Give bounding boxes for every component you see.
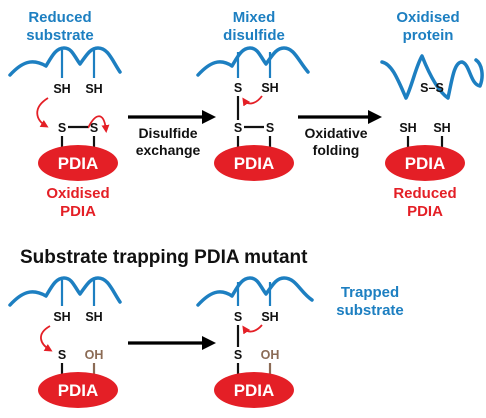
pdia-enzyme [38,145,118,181]
electron-arrow-attack [36,97,49,128]
label-reduced-pdia-line1: Reduced [393,185,456,202]
pdia-enzyme [385,145,465,181]
section-title: Substrate trapping PDIA mutant [20,247,308,268]
substrate-sulfur: S [234,310,242,324]
substrate-sulfur: S [234,81,242,95]
thiol-sh: SH [261,310,278,324]
label-reduced-substrate-line2: substrate [26,27,94,44]
label-disulfide-exchange-line1: Disulfide [138,125,197,141]
pdia-label: PDIA [58,381,99,400]
panel-mutant-reactants: SH SH S OH PDIA [8,276,122,408]
label-oxidised-protein-line1: Oxidised [396,9,459,26]
pdia-enzyme [214,372,294,408]
pdia-thiol-sh-2: SH [433,121,450,135]
label-oxidised-pdia-line2: PDIA [60,203,96,220]
pdia-label: PDIA [234,381,275,400]
label-oxidative-folding-line2: folding [313,142,360,158]
panel-oxidised-protein: Oxidised protein S–S SH SH PDIA Reduced … [380,9,484,220]
substrate-chain [196,46,310,77]
panel-mixed-disulfide: Mixed disulfide S SH S S PDIA [196,9,310,181]
electron-arrow [242,324,263,335]
label-trapped-substrate-line1: Trapped [341,284,399,301]
label-reduced-pdia-line2: PDIA [407,203,443,220]
thiol-sh-1: SH [53,82,70,96]
substrate-chain [8,46,122,77]
electron-arrow-attack [40,325,53,352]
label-trapped-substrate-line2: substrate [336,302,404,319]
pdia-enzyme [38,372,118,408]
panel-trapped-substrate: S SH S OH PDIA Trapped substrate [196,276,404,408]
arrow-disulfide-exchange: Disulfide exchange [128,110,216,158]
thiol-sh-1: SH [53,310,70,324]
pdia-sulfur: S [234,348,242,362]
thiol-sh-2: SH [85,82,102,96]
pdia-hydroxyl: OH [85,348,104,362]
pdia-sulfur: S [58,348,66,362]
pdia-label: PDIA [234,154,275,173]
label-disulfide-exchange-line2: exchange [136,142,201,158]
label-oxidised-protein-line2: protein [403,27,454,44]
panel-reduced-substrate: Reduced substrate SH SH S S PDIA Oxidise… [8,9,122,220]
protein-disulfide: S–S [420,81,444,95]
label-reduced-substrate-line1: Reduced [28,9,91,26]
label-oxidised-pdia-line1: Oxidised [46,185,109,202]
pdia-sulfur-1: S [58,121,66,135]
arrow-oxidative-folding: Oxidative folding [298,110,382,158]
pdia-enzyme [214,145,294,181]
label-mixed-disulfide-line1: Mixed [233,9,276,26]
pdia-label: PDIA [405,154,446,173]
folded-protein-chain [380,54,484,100]
thiol-sh-2: SH [85,310,102,324]
pdia-sulfur-2: S [90,121,98,135]
pdia-label: PDIA [58,154,99,173]
substrate-chain [8,276,122,307]
substrate-chain [196,276,314,307]
pdia-sulfur-1: S [234,121,242,135]
electron-arrow-release [87,115,110,133]
pdia-thiol-sh-1: SH [399,121,416,135]
label-mixed-disulfide-line2: disulfide [223,27,285,44]
pdia-sulfur-2: S [266,121,274,135]
electron-arrow [242,95,263,107]
pdia-hydroxyl: OH [261,348,280,362]
thiol-sh: SH [261,81,278,95]
label-oxidative-folding-line1: Oxidative [304,125,367,141]
